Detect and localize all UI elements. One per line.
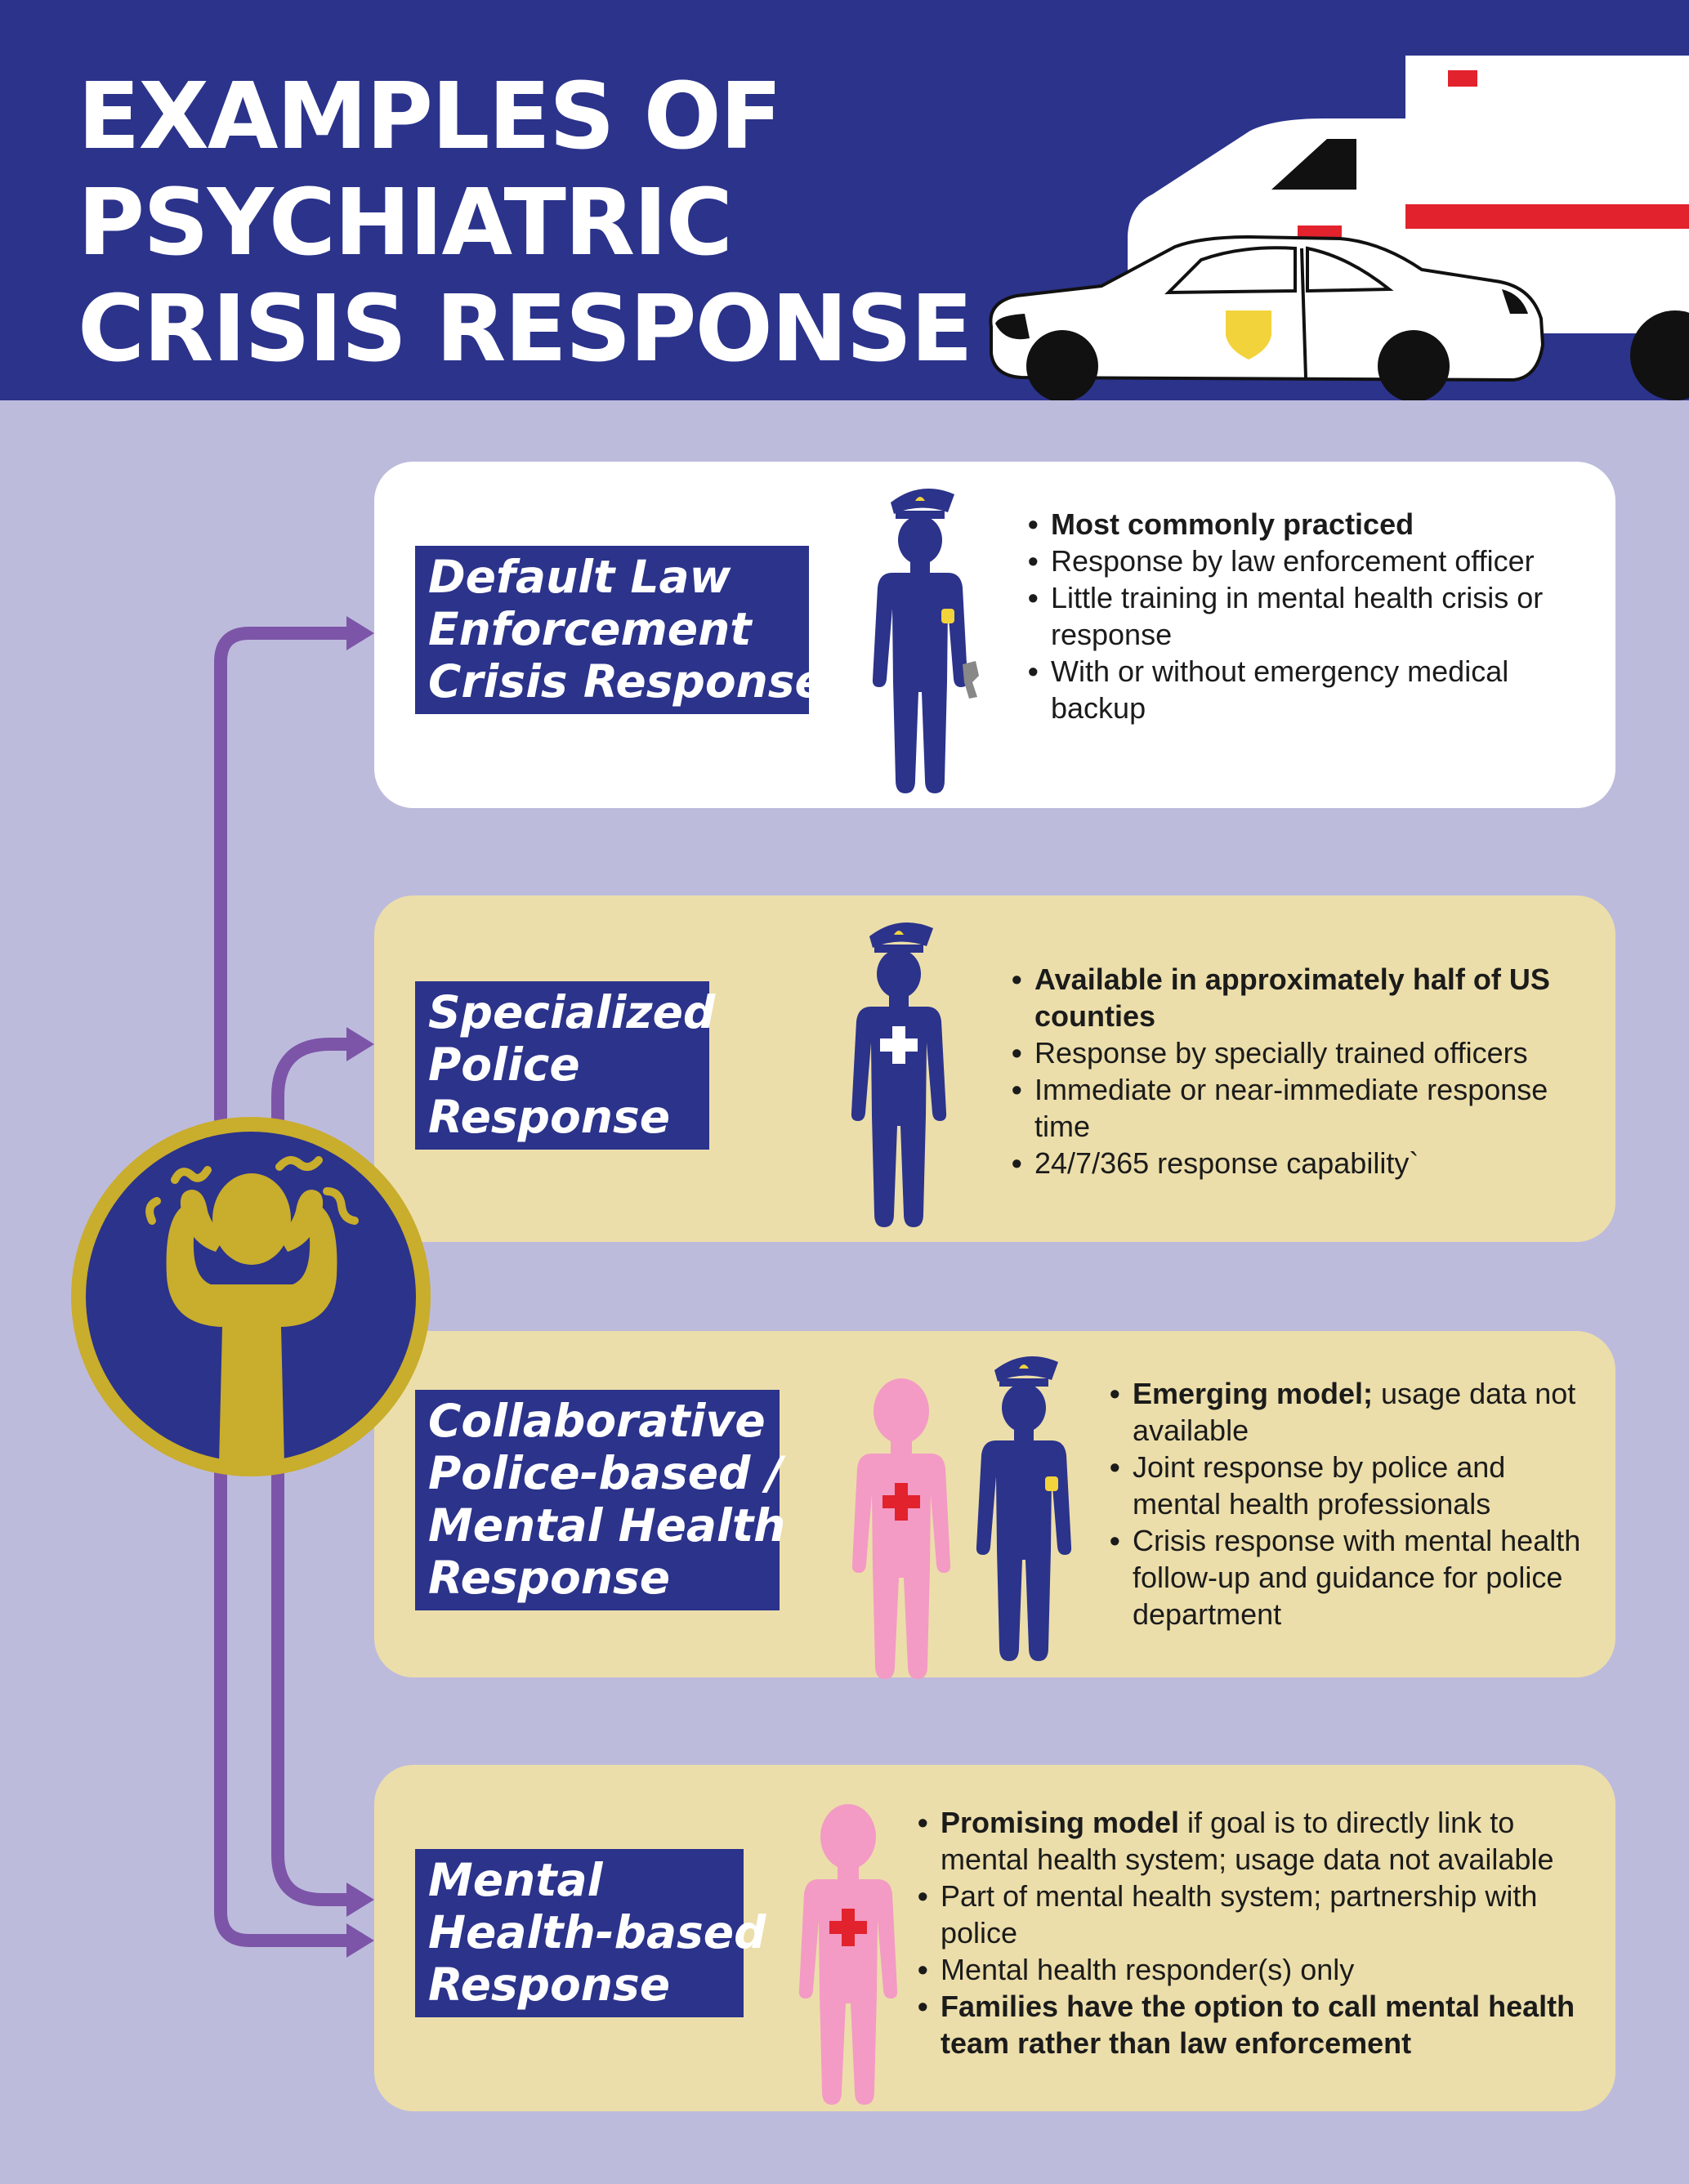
label-line: Response [428, 1091, 671, 1143]
label-line: Enforcement [428, 603, 752, 655]
title-line-2: PSYCHIATRIC [78, 170, 733, 276]
mental-health-worker-icon [798, 1804, 898, 2105]
emergency-vehicles-illustration [989, 56, 1689, 400]
bullet-item: With or without emergency medical backup [1028, 653, 1584, 726]
bullets-mental-health-based: Promising model if goal is to directly l… [918, 1804, 1596, 2061]
bullets-specialized-police: Available in approximately half of US co… [1012, 961, 1584, 1181]
title-line-3: CRISIS RESPONSE [78, 276, 973, 382]
bullet-item: Available in approximately half of US co… [1012, 961, 1584, 1034]
bullet-item: Families have the option to call mental … [918, 1988, 1596, 2061]
bullet-item: Response by specially trained officers [1012, 1034, 1584, 1071]
bullet-item: Part of mental health system; partnershi… [918, 1878, 1596, 1951]
bullet-item: Most commonly practiced [1028, 506, 1584, 543]
mental-health-worker-icon [851, 1378, 951, 1679]
label-line: Collaborative [428, 1395, 766, 1447]
label-line: Mental Health [428, 1499, 786, 1552]
page-title: EXAMPLES OF PSYCHIATRIC CRISIS RESPONSE [78, 64, 973, 382]
bullets-default-law-enforcement: Most commonly practiced Response by law … [1028, 506, 1584, 726]
card-mental-health-based: Mental Health-based Response Promising m… [374, 1765, 1615, 2111]
label-line: Default Law [428, 551, 731, 603]
police-officer-icon [976, 1356, 1072, 1661]
police-officer-medical-cross-icon [851, 922, 947, 1227]
label-line: Police [428, 1038, 580, 1091]
label-line: Response [428, 1958, 671, 2011]
label-line: Response [428, 1552, 671, 1604]
bullets-collaborative-response: Emerging model; usage data not available… [1110, 1375, 1592, 1632]
label-line: Crisis Response [428, 655, 825, 708]
card-specialized-police: Specialized Police Response Available in… [374, 895, 1615, 1242]
bullet-text: if goal is to directly link to mental he… [941, 1806, 1554, 1876]
bullet-item: Response by law enforcement officer [1028, 543, 1584, 579]
label-mental-health-based: Mental Health-based Response [415, 1849, 766, 2017]
bullet-item: Immediate or near-immediate response tim… [1012, 1071, 1584, 1145]
bullet-item: Joint response by police and mental heal… [1110, 1449, 1592, 1522]
bullet-item: Crisis response with mental health follo… [1110, 1522, 1592, 1632]
distressed-person-icon [71, 1117, 431, 1476]
label-specialized-police: Specialized Police Response [415, 981, 716, 1150]
card-collaborative-response: Collaborative Police-based / Mental Heal… [374, 1331, 1615, 1679]
bullet-item: Little training in mental health crisis … [1028, 579, 1584, 653]
bullet-item: 24/7/365 response capability` [1012, 1145, 1584, 1181]
arrow-to-specialized-police [271, 1038, 358, 1526]
connector-diagram [214, 616, 374, 1958]
header-banner: EXAMPLES OF PSYCHIATRIC CRISIS RESPONSE [0, 0, 1689, 400]
bullet-text: usage data not available [1133, 1377, 1576, 1447]
bullet-item: Mental health responder(s) only [918, 1951, 1596, 1988]
card-default-law-enforcement: Default Law Enforcement Crisis Response … [374, 462, 1615, 808]
arrow-to-default-law-enforcement [214, 627, 358, 1520]
label-line: Mental [428, 1854, 603, 1906]
bullet-bold: Promising model [941, 1806, 1180, 1839]
label-default-law-enforcement: Default Law Enforcement Crisis Response [415, 546, 825, 714]
label-collaborative-response: Collaborative Police-based / Mental Heal… [415, 1390, 786, 1610]
arrow-heads [346, 616, 374, 1958]
bullet-bold: Emerging model; [1133, 1377, 1374, 1410]
bullet-item: Promising model if goal is to directly l… [918, 1804, 1596, 1878]
label-line: Health-based [428, 1906, 766, 1958]
arrow-to-collaborative-response [271, 1399, 358, 1906]
label-line: Specialized [428, 986, 716, 1038]
bullet-item: Emerging model; usage data not available [1110, 1375, 1592, 1449]
police-officer-with-gun-icon [872, 488, 979, 793]
title-line-1: EXAMPLES OF [78, 64, 782, 170]
label-line: Police-based / [428, 1447, 783, 1499]
arrow-to-mental-health-based [214, 1407, 358, 1947]
police-car-icon [989, 234, 1545, 400]
connector-arrows [214, 627, 358, 1947]
